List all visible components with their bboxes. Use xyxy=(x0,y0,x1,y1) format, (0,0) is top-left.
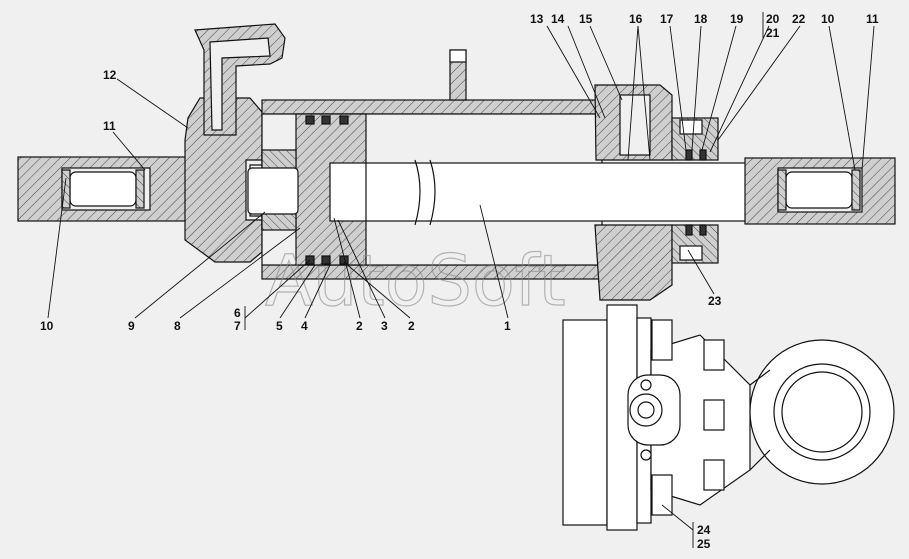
piston-rod xyxy=(329,159,751,226)
callout-23: 23 xyxy=(708,294,722,308)
elbow-fitting xyxy=(194,23,286,136)
callout-4: 4 xyxy=(301,319,308,333)
front-gland xyxy=(594,84,719,301)
callout-15: 15 xyxy=(579,12,593,26)
callout-8: 8 xyxy=(174,319,181,333)
rod-nut xyxy=(247,149,299,231)
callout-21: 21 xyxy=(766,26,780,40)
callout-5: 5 xyxy=(276,319,283,333)
callout-19: 19 xyxy=(730,12,744,26)
callout-16: 16 xyxy=(629,12,643,26)
callout-14: 14 xyxy=(551,12,565,26)
callout-12: 12 xyxy=(103,68,117,82)
callout-20: 20 xyxy=(766,12,780,26)
right-eye-block xyxy=(744,157,896,225)
top-lug xyxy=(449,49,467,101)
callout-11-left: 11 xyxy=(103,119,116,133)
callout-11-right: 11 xyxy=(866,12,879,26)
leader-lines xyxy=(47,12,875,548)
callout-25: 25 xyxy=(697,537,711,551)
callout-22: 22 xyxy=(792,12,806,26)
callout-2-b: 2 xyxy=(408,319,415,333)
callout-9: 9 xyxy=(128,319,135,333)
callout-7: 7 xyxy=(234,319,241,333)
callout-1: 1 xyxy=(504,319,511,333)
callout-13: 13 xyxy=(530,12,544,26)
callout-6: 6 xyxy=(234,306,241,320)
callout-2-a: 2 xyxy=(356,319,363,333)
left-eye-block xyxy=(17,156,189,222)
callout-18: 18 xyxy=(694,12,708,26)
callout-24: 24 xyxy=(697,523,711,537)
side-view xyxy=(562,304,895,531)
callouts: 13 14 15 16 17 18 19 20 21 22 10 11 12 1… xyxy=(40,12,879,551)
callout-10-left: 10 xyxy=(40,319,54,333)
callout-17: 17 xyxy=(660,12,674,26)
callout-10-right: 10 xyxy=(821,12,835,26)
watermark-text: AutoSoft xyxy=(265,240,566,322)
callout-3: 3 xyxy=(381,319,388,333)
